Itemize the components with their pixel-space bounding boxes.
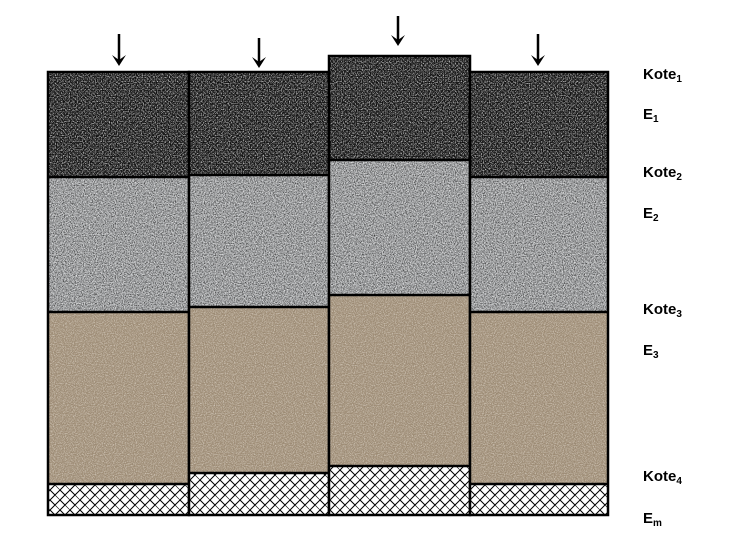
label-em: Em [643, 510, 662, 529]
load-arrow-icon [531, 34, 545, 66]
load-arrow-icon [252, 38, 266, 68]
soil-column-1 [46, 70, 191, 517]
layer-4-block [189, 473, 329, 515]
column-outline [468, 70, 610, 517]
soil-column-4 [468, 70, 610, 517]
label-e2: E2 [643, 205, 659, 224]
layer-4-block [470, 484, 608, 515]
load-arrow-icon [112, 34, 126, 66]
label-kote4: Kote4 [643, 468, 682, 487]
label-e3: E3 [643, 342, 659, 361]
load-arrow-icon [391, 16, 405, 46]
soil-column-2 [187, 70, 331, 517]
label-kote1: Kote1 [643, 66, 682, 85]
label-kote3: Kote3 [643, 301, 682, 320]
label-kote2: Kote2 [643, 164, 682, 183]
layer-4-block [48, 484, 189, 515]
layer-4-block [329, 466, 470, 515]
soil-column-3 [327, 54, 472, 517]
label-e1: E1 [643, 106, 659, 125]
